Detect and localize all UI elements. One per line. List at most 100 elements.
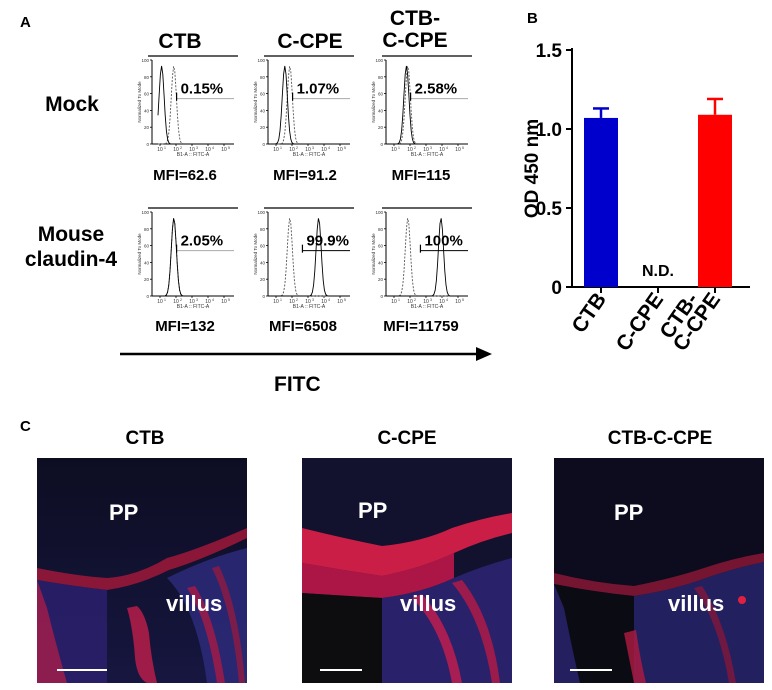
histogram-x-tick-label: 10: [305, 147, 311, 153]
bar-chart-y-tick-label: 1.0: [536, 120, 562, 141]
histogram-x-tick-exponent: 5: [462, 298, 464, 302]
histogram-x-tick-exponent: 2: [414, 298, 416, 302]
histogram-x-axis-label: B1-A :: FITC-A: [293, 152, 326, 158]
histogram-x-tick-label: 10: [391, 147, 397, 153]
bar-annotation-1: N.D.: [642, 263, 674, 280]
micrograph-title-ctb: CTB: [125, 428, 165, 449]
histogram-y-tick-label: 100: [375, 210, 383, 215]
histogram-percent-label: 2.58%: [415, 81, 458, 98]
histogram-x-tick-exponent: 2: [296, 298, 298, 302]
histogram-x-tick-exponent: 1: [164, 298, 166, 302]
histogram-x-tick-exponent: 1: [398, 298, 400, 302]
histogram-y-tick-label: 0: [262, 142, 265, 147]
histogram-x-tick-exponent: 3: [196, 298, 198, 302]
histogram-x-tick-label: 10: [337, 147, 343, 153]
histogram-y-axis-label: Normalized To Mode: [371, 233, 376, 275]
bar-chart-y-tick-label: 1.5: [536, 41, 563, 62]
histogram-y-tick-label: 0: [262, 294, 265, 299]
histogram-y-tick-label: 40: [378, 108, 384, 113]
mfi-label-mock-c-cpe: MFI=91.2: [273, 167, 337, 184]
histogram-x-axis-label: B1-A :: FITC-A: [411, 152, 444, 158]
bar-2: [698, 114, 732, 287]
column-header-ctb: CTB: [158, 30, 202, 53]
histogram-x-tick-exponent: 4: [446, 146, 448, 150]
histogram-y-tick-label: 0: [380, 142, 383, 147]
histogram-x-axis-label: B1-A :: FITC-A: [293, 304, 326, 310]
histogram-control-curve: [392, 218, 464, 297]
histogram-y-axis-label: Normalized To Mode: [137, 81, 142, 123]
histogram-y-tick-label: 100: [257, 210, 265, 215]
histogram-x-tick-exponent: 4: [212, 146, 214, 150]
histogram-x-tick-label: 10: [455, 147, 461, 153]
histogram-x-tick-label: 10: [173, 147, 179, 153]
histogram-percent-label: 0.15%: [181, 81, 224, 98]
micrograph-title-ctb-c-cpe: CTB-C-CPE: [607, 428, 713, 449]
histogram-y-axis-label: Normalized To Mode: [137, 233, 142, 275]
column-header-c-cpe: C-CPE: [277, 30, 343, 53]
histogram-x-tick-label: 10: [205, 147, 211, 153]
histogram-y-tick-label: 40: [144, 108, 150, 113]
histogram-y-axis-label: Normalized To Mode: [371, 81, 376, 123]
histogram-x-tick-exponent: 1: [398, 146, 400, 150]
histogram-x-tick-label: 10: [423, 147, 429, 153]
micrograph-title-c-cpe: C-CPE: [377, 428, 437, 449]
histogram-y-tick-label: 40: [378, 260, 384, 265]
histogram-x-tick-label: 10: [189, 147, 195, 153]
histogram-y-tick-label: 20: [144, 277, 150, 282]
histogram-x-tick-exponent: 1: [164, 146, 166, 150]
histogram-y-axis-label: Normalized To Mode: [253, 81, 258, 123]
histogram-x-tick-label: 10: [221, 299, 227, 305]
histogram-x-tick-exponent: 4: [446, 298, 448, 302]
mfi-label-claudin-ctb-c-cpe: MFI=11759: [383, 318, 459, 335]
bar-0: [584, 117, 618, 287]
histogram-y-tick-label: 80: [378, 75, 384, 80]
histogram-x-tick-label: 10: [289, 299, 295, 305]
histogram-x-tick-exponent: 3: [196, 146, 198, 150]
histogram-x-tick-label: 10: [305, 299, 311, 305]
histogram-x-tick-exponent: 5: [344, 146, 346, 150]
histogram-y-tick-label: 40: [260, 260, 266, 265]
histogram-y-tick-label: 0: [380, 294, 383, 299]
histogram-stained-curve: [392, 218, 464, 297]
histogram-x-tick-label: 10: [157, 299, 163, 305]
panel-label-a: A: [20, 14, 31, 31]
histogram-y-tick-label: 80: [144, 227, 150, 232]
histogram-y-axis-label: Normalized To Mode: [253, 233, 258, 275]
histogram-x-tick-label: 10: [391, 299, 397, 305]
histogram-x-tick-exponent: 3: [312, 146, 314, 150]
histogram-y-tick-label: 60: [260, 92, 266, 97]
histogram-y-tick-label: 100: [257, 58, 265, 63]
histogram-y-tick-label: 0: [146, 142, 149, 147]
histogram-y-tick-label: 60: [144, 244, 150, 249]
histogram-stained-curve: [273, 65, 346, 145]
histogram-x-tick-label: 10: [273, 299, 279, 305]
histogram-x-tick-label: 10: [173, 299, 179, 305]
histogram-stained-curve: [392, 65, 464, 145]
mfi-label-claudin-c-cpe: MFI=6508: [269, 318, 337, 335]
histogram-x-tick-exponent: 4: [328, 298, 330, 302]
villus-label-ctb-c-cpe: villus: [668, 591, 725, 616]
histogram-stained-curve: [157, 65, 230, 145]
histogram-x-tick-label: 10: [423, 299, 429, 305]
mfi-label-mock-ctb-c-cpe: MFI=115: [391, 167, 451, 184]
histogram-x-tick-exponent: 4: [212, 298, 214, 302]
mfi-label-claudin-ctb: MFI=132: [155, 318, 215, 335]
histogram-x-tick-exponent: 5: [228, 298, 230, 302]
histogram-x-tick-exponent: 3: [312, 298, 314, 302]
histogram-y-tick-label: 60: [260, 244, 266, 249]
histogram-y-tick-label: 100: [141, 58, 149, 63]
panel-label-b: B: [527, 10, 538, 27]
bar-chart-category-label: CTB: [567, 289, 611, 338]
histogram-percent-label: 99.9%: [306, 233, 349, 250]
histogram-x-tick-label: 10: [221, 147, 227, 153]
column-header-ctb-c-cpe: CTB- C-CPE: [382, 7, 448, 52]
histogram-x-tick-label: 10: [321, 299, 327, 305]
mfi-label-mock-ctb: MFI=62.6: [153, 167, 217, 184]
villus-label-c-cpe: villus: [400, 591, 457, 616]
pp-label-c-cpe: PP: [358, 498, 388, 523]
pp-label-ctb: PP: [109, 500, 139, 525]
